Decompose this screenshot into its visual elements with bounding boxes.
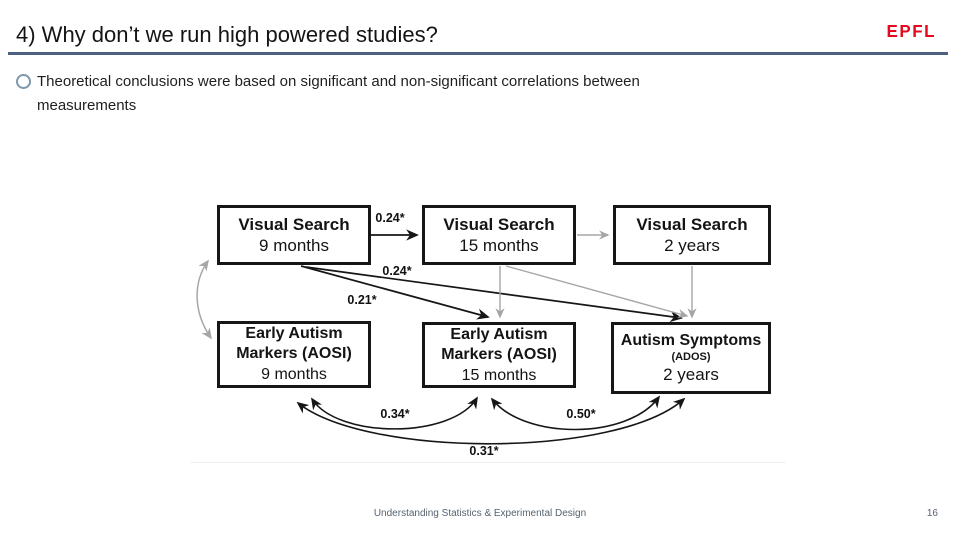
correlation-label-vs9-vs15: 0.24* <box>375 211 405 225</box>
arrow-eam9-ados-curved <box>296 397 686 445</box>
arrow-vs15-to-ados <box>505 265 689 319</box>
title-divider <box>8 52 948 55</box>
correlation-label-vs9-eam15: 0.24* <box>382 264 412 278</box>
box-early-autism-markers-15m: Early Autism Markers (AOSI) 15 months <box>422 322 576 388</box>
box-subtitle: 2 years <box>663 364 719 384</box>
epfl-logo: EPFL <box>886 21 936 42</box>
bullet-text: Theoretical conclusions were based on si… <box>37 73 640 114</box>
correlation-label-vs9-ados: 0.21* <box>347 293 377 307</box>
correlation-label-eam15-ados: 0.50* <box>566 407 596 421</box>
arrow-vs9-to-ados <box>305 266 683 323</box>
box-subtitle: 15 months <box>461 366 537 384</box>
box-title-line2: Markers (AOSI) <box>441 345 557 363</box>
bullet-circle-icon <box>16 74 31 89</box>
box-title: Early Autism <box>450 325 548 343</box>
box-visual-search-2y: Visual Search 2 years <box>613 205 771 265</box>
box-title: Autism Symptoms <box>620 331 762 349</box>
page-number: 16 <box>926 508 938 519</box>
correlation-label-eam9-eam15: 0.34* <box>380 407 410 421</box>
box-title: Visual Search <box>238 215 350 234</box>
box-subtitle: 2 years <box>664 236 720 255</box>
box-early-autism-markers-9m: Early Autism Markers (AOSI) 9 months <box>217 321 371 388</box>
box-autism-symptoms-2y: Autism Symptoms (ADOS) 2 years <box>611 322 771 394</box>
box-subtitle: 9 months <box>259 236 329 255</box>
arrow-vs9-to-eam15 <box>300 265 490 320</box>
box-title: Visual Search <box>443 215 555 234</box>
arrow-vs9-eam9-curved <box>196 259 212 340</box>
box-title-line2: Markers (AOSI) <box>236 345 352 362</box>
correlation-diagram: Visual Search 9 months Visual Search 15 … <box>190 190 786 463</box>
page-title: 4) Why don’t we run high powered studies… <box>16 22 438 47</box>
box-subtitle: 15 months <box>459 236 539 255</box>
box-title: Visual Search <box>636 215 748 234</box>
box-title: Early Autism <box>245 325 343 342</box>
diagram-arrows-svg <box>196 229 697 445</box>
footer-course-name: Understanding Statistics & Experimental … <box>373 508 587 519</box>
box-visual-search-9m: Visual Search 9 months <box>217 205 371 265</box>
box-visual-search-15m: Visual Search 15 months <box>422 205 576 265</box>
box-instrument: (ADOS) <box>671 350 711 363</box>
bullet-item: Theoretical conclusions were based on si… <box>16 70 796 118</box>
correlation-label-eam9-ados: 0.31* <box>469 444 499 458</box>
box-subtitle: 9 months <box>261 366 327 383</box>
